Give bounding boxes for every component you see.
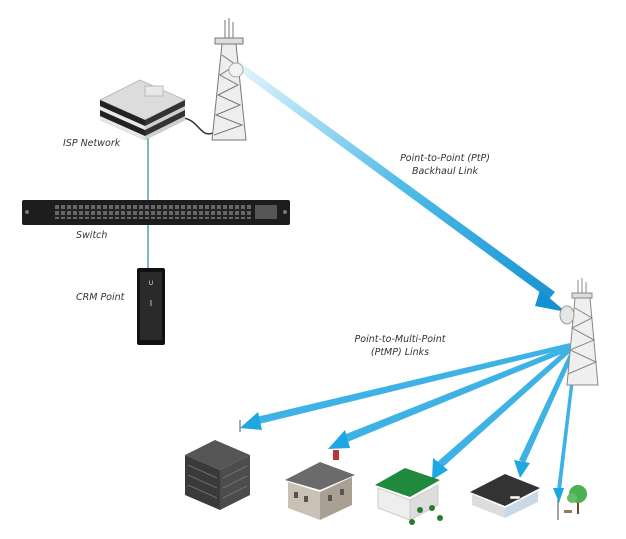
shop-icon — [470, 474, 540, 518]
house-icon — [285, 450, 355, 520]
ptp-link-arrow — [232, 62, 566, 312]
office-building-icon — [185, 420, 250, 510]
tower-icon — [559, 278, 599, 386]
ptmp-link-arrows — [240, 343, 577, 503]
ptmp-arrow-house — [328, 345, 571, 449]
park-icon — [557, 485, 587, 520]
ptmp-arrow-park — [553, 352, 577, 503]
ptmp-arrow-shop — [514, 350, 575, 478]
ptmp-label-line1: Point-to-Multi-Point — [354, 334, 446, 345]
ptp-label-line1: Point-to-Point (PtP) — [400, 153, 490, 164]
svg-text:U: U — [149, 280, 153, 287]
switch-label: Switch — [76, 230, 108, 241]
isp-network-label: ISP Network — [63, 138, 121, 149]
ptmp-arrow-store — [432, 347, 573, 480]
crm-point-icon: U — [137, 268, 165, 345]
ptmp-arrow-office — [240, 343, 570, 430]
ptp-link-label: Point-to-Point (PtP) Backhaul Link — [385, 152, 505, 178]
crm-point-label: CRM Point — [76, 292, 125, 303]
switch-icon — [22, 200, 290, 225]
tower-icon — [211, 18, 247, 141]
ptmp-link-label: Point-to-Multi-Point (PtMP) Links — [345, 333, 455, 359]
store-icon — [375, 468, 443, 525]
ptp-label-line2: Backhaul Link — [411, 166, 479, 177]
isp-network-icon — [98, 79, 187, 140]
ptmp-label-line2: (PtMP) Links — [370, 347, 430, 358]
cables — [147, 117, 216, 270]
